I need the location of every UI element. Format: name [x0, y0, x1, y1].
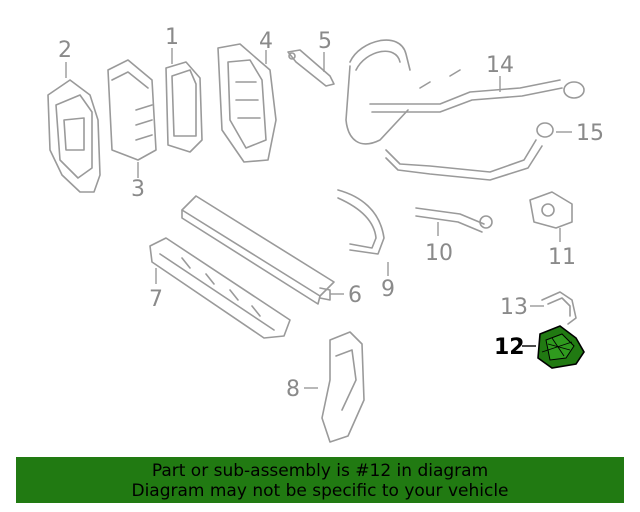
callout-8: 8 [286, 377, 300, 402]
callout-15: 15 [576, 121, 604, 146]
part-9-hose [337, 189, 385, 255]
part-12-pump-highlighted [537, 325, 585, 369]
part-3-module [107, 59, 157, 161]
banner-line-2: Diagram may not be specific to your vehi… [131, 481, 509, 501]
parts-diagram: 2 3 1 4 5 14 [47, 25, 604, 443]
callout-12: 12 [494, 335, 525, 360]
part-13-clamp [541, 291, 577, 325]
callout-3: 3 [131, 177, 145, 202]
callout-4: 4 [259, 29, 273, 54]
callout-7: 7 [149, 287, 163, 312]
part-2-bracket [47, 79, 101, 193]
callout-6: 6 [348, 283, 362, 308]
part-14-hose [345, 39, 585, 145]
banner-line-1: Part or sub-assembly is #12 in diagram [151, 461, 489, 481]
part-8-bracket [321, 331, 365, 443]
part-5-bracket [287, 49, 335, 87]
callout-14: 14 [486, 53, 514, 78]
part-6-radiator [181, 195, 335, 305]
part-4-panel [217, 43, 277, 163]
part-15-hose [385, 122, 554, 181]
part-11-valve [529, 191, 573, 229]
part-1-module [165, 61, 203, 153]
info-banner: Part or sub-assembly is #12 in diagram D… [16, 457, 624, 503]
callout-11: 11 [548, 245, 576, 270]
callout-1: 1 [165, 25, 179, 50]
callout-5: 5 [318, 29, 332, 54]
callout-13: 13 [500, 295, 528, 320]
callout-9: 9 [381, 277, 395, 302]
callout-10: 10 [425, 241, 453, 266]
part-10-hose [415, 207, 493, 233]
callout-2: 2 [58, 38, 72, 63]
part-7-tray [149, 237, 291, 339]
